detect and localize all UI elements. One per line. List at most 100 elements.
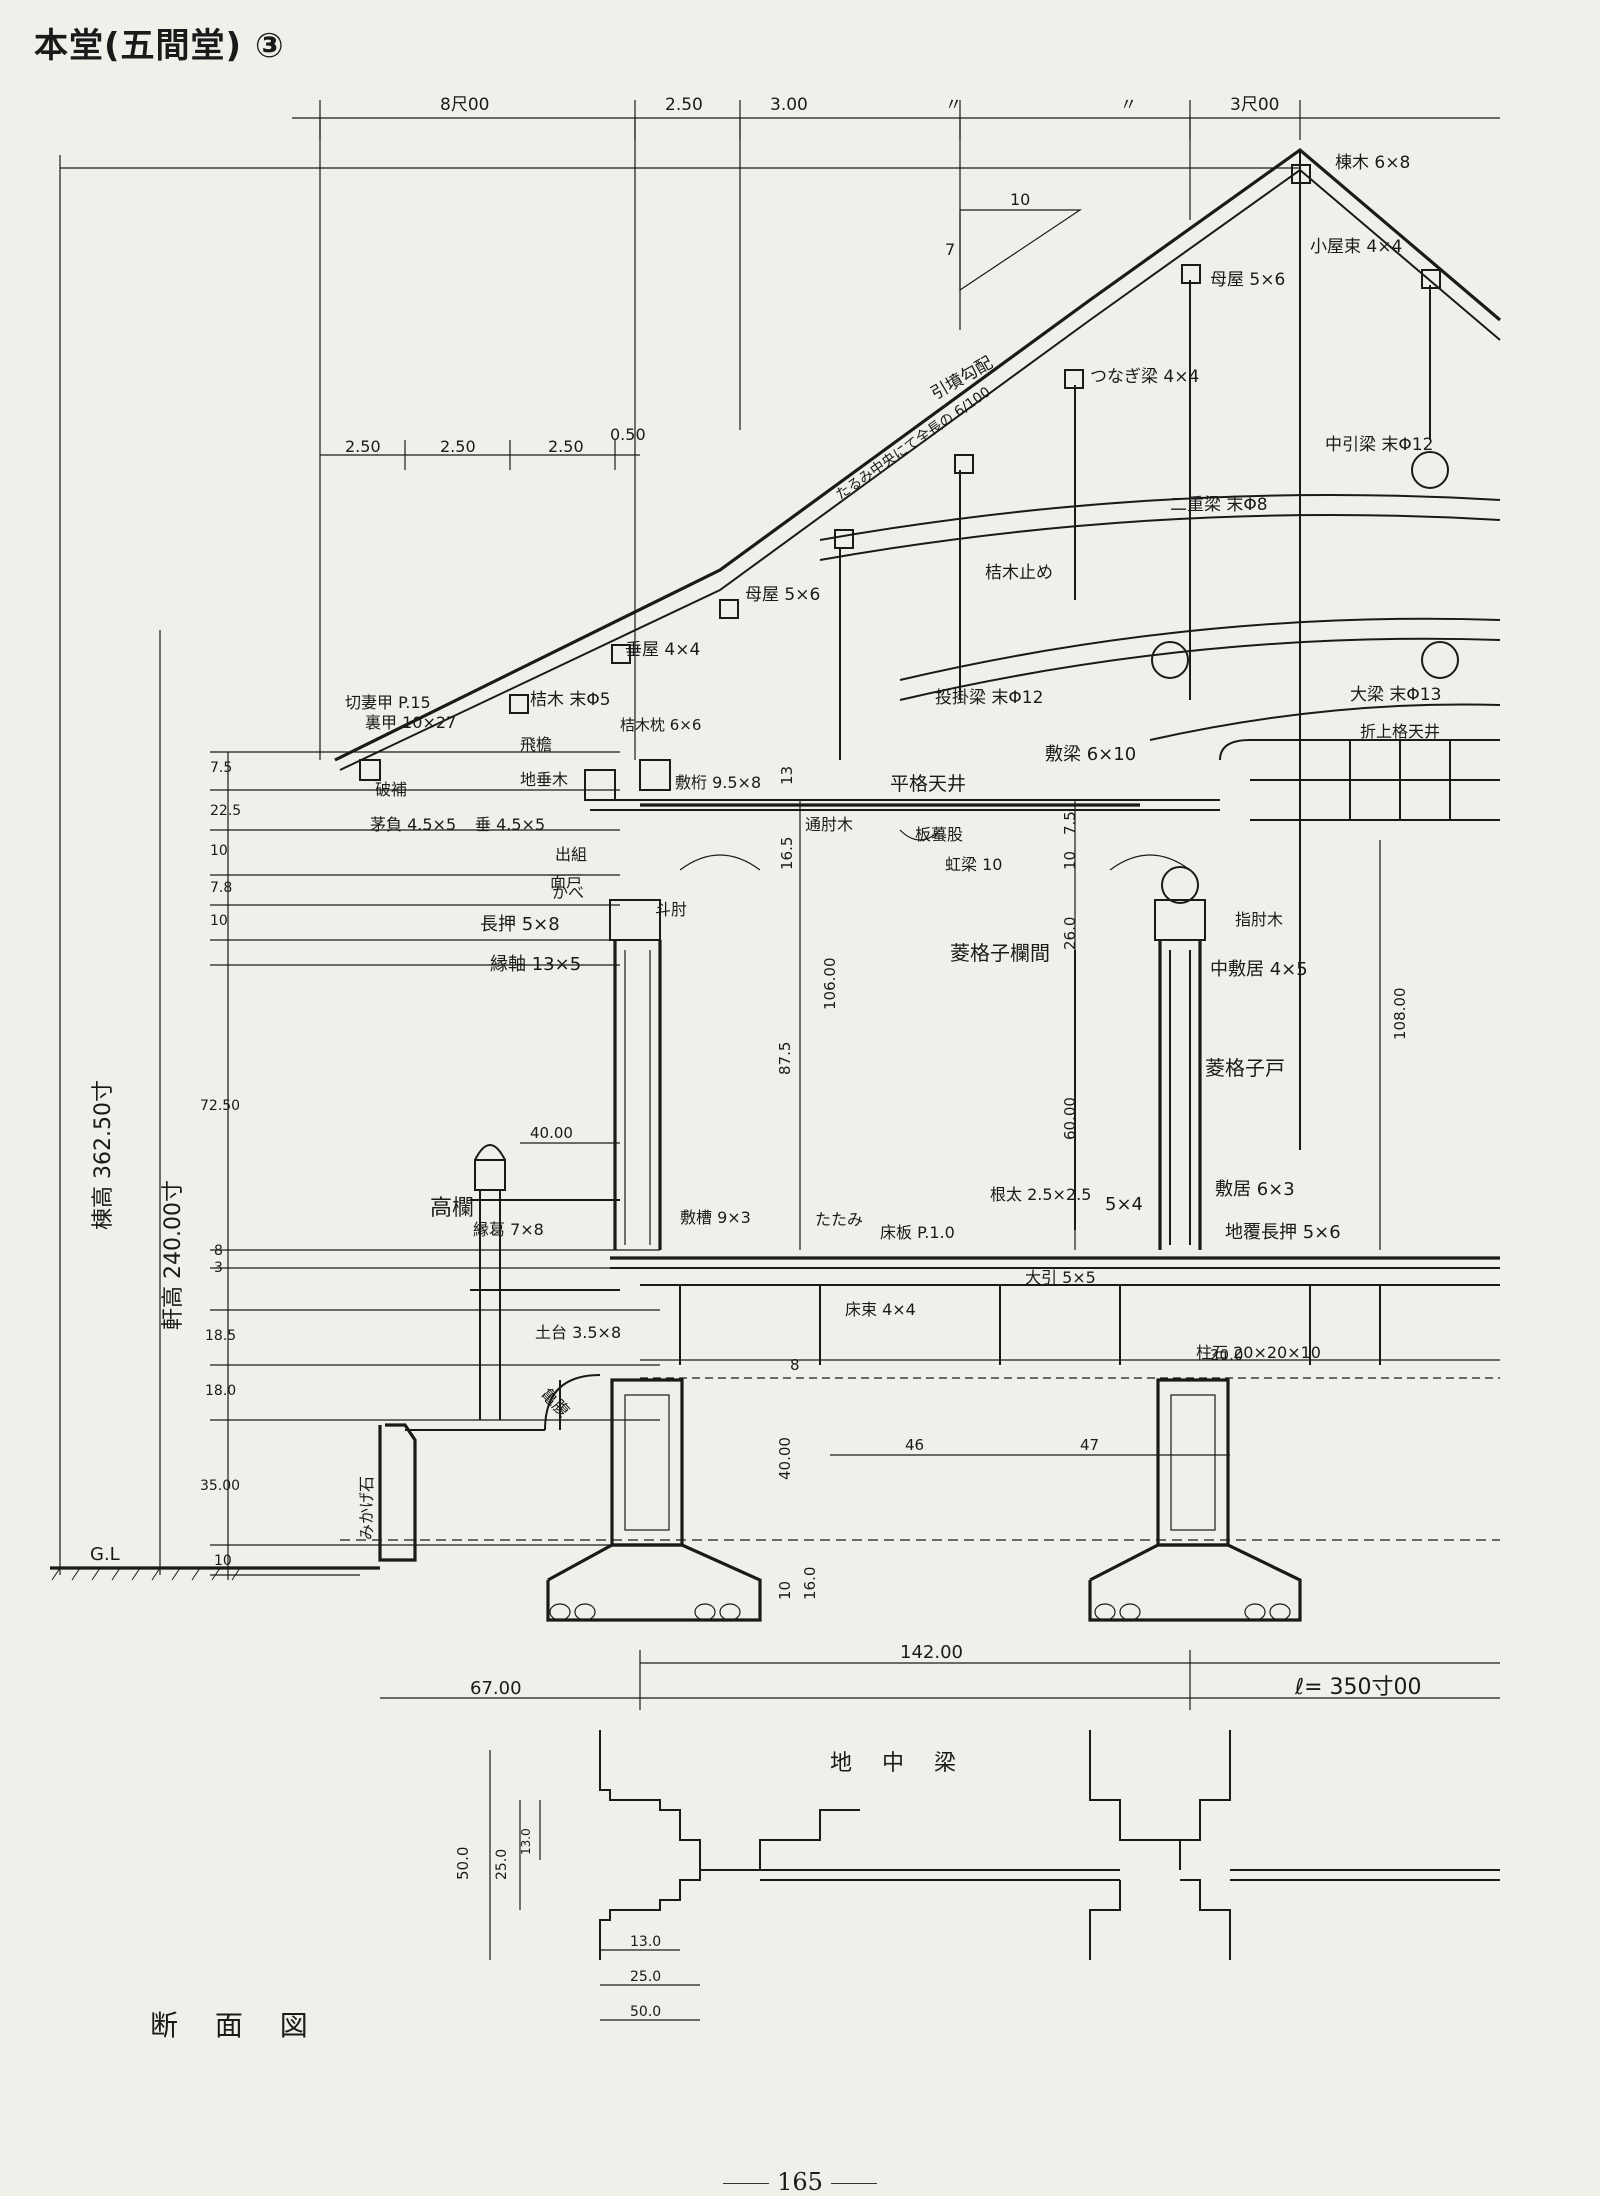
columns-walls xyxy=(613,940,1202,1250)
dim-plan-2: ℓ= 350寸00 xyxy=(1294,1675,1422,1700)
dim-int-3: 60.00 xyxy=(1061,1097,1079,1140)
label-roof-4: 中引梁 末Φ12 xyxy=(1325,435,1433,455)
label-floor-11: 柱石 20×20×10 xyxy=(1196,1343,1321,1362)
dim-int-8: 10 xyxy=(1061,851,1079,870)
grade-beam-plan xyxy=(489,1730,1500,2021)
floor-system xyxy=(470,1144,1500,1420)
dim-int-5: 26.0 xyxy=(1061,917,1079,950)
label-roof-7: 大梁 末Φ13 xyxy=(1350,685,1441,705)
label-floor-5: 根太 2.5×2.5 xyxy=(990,1185,1091,1204)
dim-int-4: 108.00 xyxy=(1391,988,1409,1041)
label-roof-10: たるみ中央にて全長の 6/100 xyxy=(833,383,994,503)
dim-plan-5: 13.0 xyxy=(519,1828,533,1855)
label-floor-2: 敷槽 9×3 xyxy=(680,1208,751,1227)
dim-found-6: 20.0 xyxy=(1210,1346,1243,1364)
label-eave-13: 通肘木 xyxy=(805,815,853,834)
eave-height-label: 軒高 240.00寸 xyxy=(161,1180,186,1330)
label-eave-4: 飛檐 xyxy=(520,735,552,754)
dim-plan-8: 50.0 xyxy=(630,2004,661,2020)
label-eave-16: 敷梁 6×10 xyxy=(1045,744,1136,765)
dim-found-2: 40.00 xyxy=(776,1437,794,1480)
label-eave-0: 切妻甲 P.15 xyxy=(345,693,431,712)
dim-left-8: 18.5 xyxy=(205,1328,236,1344)
label-eave-7: 出組 xyxy=(555,845,587,864)
ridge-height-label: 棟高 362.50寸 xyxy=(91,1080,116,1230)
dim-top-0: 8尺00 xyxy=(440,95,489,115)
dim-top-5: 3尺00 xyxy=(1230,95,1279,115)
label-floor-4: 床板 P.1.0 xyxy=(880,1223,955,1242)
dim-top-2: 3.00 xyxy=(770,95,808,115)
dim-plan-7: 25.0 xyxy=(630,1969,661,1985)
label-floor-7: 床束 4×4 xyxy=(845,1300,916,1319)
dim-found-4: 10 xyxy=(776,1581,794,1600)
dim-eave-1: 2.50 xyxy=(440,437,476,456)
label-eave-15: 虹梁 10 xyxy=(945,855,1002,874)
left-dimensions: 7.5 22.5 10 7.8 10 72.50 8 3 18.5 18.0 3… xyxy=(200,760,241,1569)
dim-int-2: 87.5 xyxy=(776,1042,794,1075)
roof-labels: 棟木 6×8 小屋束 4×4 母屋 5×6 つなぎ梁 4×4 中引梁 末Φ12 … xyxy=(530,153,1441,734)
top-dimensions: 8尺00 2.50 3.00 〃 〃 3尺00 xyxy=(440,95,1279,115)
dim-left-3: 7.8 xyxy=(210,880,232,896)
eave-labels: 切妻甲 P.15 裏甲 10×27 茅負 4.5×5 破補 飛檐 地垂木 垂 4… xyxy=(345,693,1440,929)
label-floor-6: 大引 5×5 xyxy=(1025,1268,1096,1287)
wall-labels: 長押 5×8 縁軸 13×5 菱格子欄間 中敷居 4×5 菱格子戸 敷居 6×3… xyxy=(480,914,1341,1243)
label-roof-14: 桔木枕 6×6 xyxy=(620,716,701,734)
dim-eave-0: 2.50 xyxy=(345,437,381,456)
label-eave-17: 折上格天井 xyxy=(1360,722,1440,741)
page-number: 165 xyxy=(700,2168,900,2196)
label-eave-6: 垂 4.5×5 xyxy=(475,815,545,834)
dim-eave-2: 2.50 xyxy=(548,437,584,456)
dim-left-7: 3 xyxy=(214,1260,223,1276)
dim-left-0: 7.5 xyxy=(210,760,232,776)
label-wall-0: 長押 5×8 xyxy=(480,914,560,935)
label-eave-12: 平格天井 xyxy=(890,773,966,795)
dim-left-9: 18.0 xyxy=(205,1383,236,1399)
plan-dimensions: 142.00 67.00 ℓ= 350寸00 50.0 25.0 13.0 13… xyxy=(454,1642,1422,2020)
label-roof-11: 母屋 5×6 xyxy=(745,585,820,605)
dim-plan-3: 50.0 xyxy=(454,1847,472,1880)
dim-left-10: 35.00 xyxy=(200,1478,240,1494)
dim-left-6: 8 xyxy=(214,1243,223,1259)
label-eave-11: 敷桁 9.5×8 xyxy=(675,773,761,792)
interior-dimensions: 40.00 106.00 87.5 60.00 108.00 26.0 16.5… xyxy=(530,766,1409,1142)
dim-found-5: 8 xyxy=(790,1356,800,1374)
dim-found-3: 16.0 xyxy=(801,1567,819,1600)
floor-labels: 高欄 縁葛 7×8 敷槽 9×3 たたみ 床板 P.1.0 根太 2.5×2.5… xyxy=(90,1185,1321,1776)
label-roof-12: 垂屋 4×4 xyxy=(625,640,700,660)
dim-slope: 10 xyxy=(1010,190,1030,209)
dim-found-0: 46 xyxy=(905,1436,924,1454)
eave-brackets xyxy=(359,739,1500,941)
dim-top-4: 〃 xyxy=(1120,95,1137,115)
drawing-caption: 断 面 図 xyxy=(150,2009,322,2042)
label-wall-2: 菱格子欄間 xyxy=(950,941,1050,965)
dim-int-9: 7.5 xyxy=(1061,811,1079,835)
label-eave-3: 破補 xyxy=(375,780,407,799)
label-eave-9: かべ xyxy=(552,883,584,902)
label-wall-4: 菱格子戸 xyxy=(1205,1056,1285,1080)
label-floor-1: 縁葛 7×8 xyxy=(473,1220,544,1239)
dim-left-11: 10 xyxy=(214,1553,232,1569)
roof-structure xyxy=(334,147,1502,1150)
label-wall-3: 中敷居 4×5 xyxy=(1210,959,1308,980)
label-eave-1: 裏甲 10×27 xyxy=(365,713,456,732)
label-floor-13: G.L xyxy=(90,1544,120,1565)
dim-plan-1: 67.00 xyxy=(470,1678,522,1699)
label-roof-8: 投掛梁 末Φ12 xyxy=(935,688,1043,708)
label-eave-2: 茅負 4.5×5 xyxy=(370,815,456,834)
dim-int-0: 40.00 xyxy=(530,1124,573,1142)
label-roof-13: 桔木 末Φ5 xyxy=(530,690,611,710)
dim-plan-0: 142.00 xyxy=(900,1642,963,1663)
height-labels: 棟高 362.50寸 軒高 240.00寸 xyxy=(91,1080,186,1330)
label-wall-7: 5×4 xyxy=(1105,1194,1143,1215)
foundation-dimensions: 46 47 40.00 16.0 10 8 20.0 xyxy=(776,1346,1243,1600)
dim-int-1: 106.00 xyxy=(821,958,839,1011)
label-roof-5: 二重梁 末Φ8 xyxy=(1170,495,1268,515)
label-floor-8: 土台 3.5×8 xyxy=(535,1323,621,1342)
dim-found-1: 47 xyxy=(1080,1436,1099,1454)
label-wall-5: 敷居 6×3 xyxy=(1215,1179,1295,1200)
label-eave-8: 面戸 xyxy=(550,872,582,891)
label-roof-2: 母屋 5×6 xyxy=(1210,270,1285,290)
dim-top-1: 2.50 xyxy=(665,95,703,115)
page-title: 本堂(五間堂) ③ xyxy=(34,26,285,66)
